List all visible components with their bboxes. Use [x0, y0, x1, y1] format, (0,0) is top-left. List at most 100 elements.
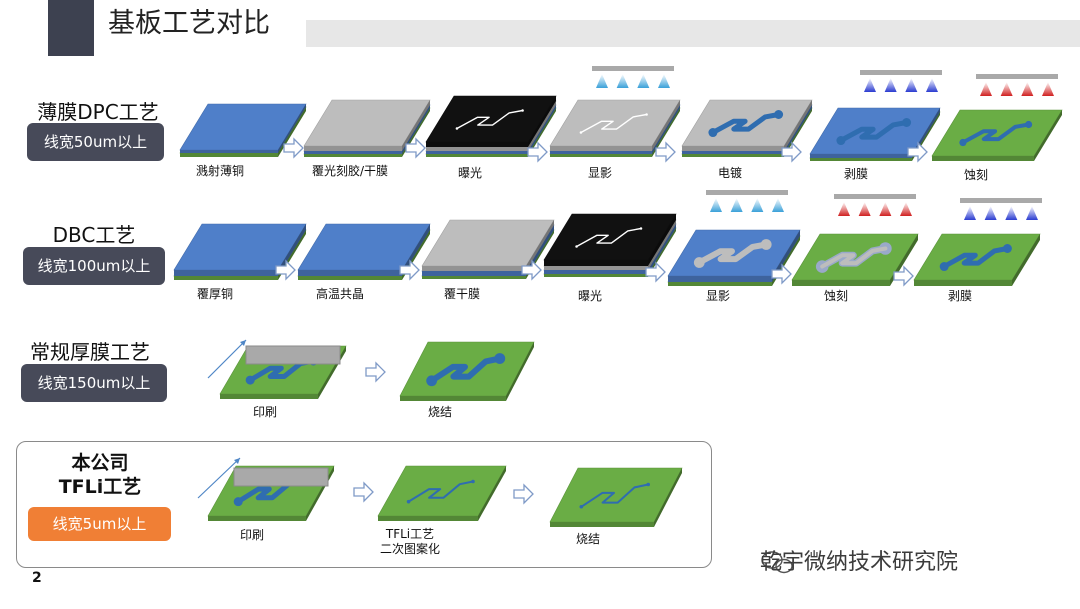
row-label-dpc: 薄膜DPC工艺	[37, 100, 159, 124]
dpc-etch-sprayer-nozzle-3	[1042, 82, 1054, 96]
dbc-step4-layer3-side	[648, 214, 676, 266]
dbc-etch-sprayer-nozzle-3	[900, 202, 912, 216]
dpc-uv-lamp-nozzle-3	[658, 74, 670, 88]
dbc-step3-layer2-front	[422, 266, 526, 271]
row-label-thick-film: 常规厚膜工艺	[30, 340, 150, 364]
thick-sinter-trace	[428, 355, 503, 384]
dbc-step7-layer0-front	[914, 280, 1012, 286]
dbc-mask-pattern	[575, 227, 642, 248]
company-print-direction-line	[197, 457, 241, 499]
step-label-dpc-4: 显影	[587, 166, 612, 180]
step-label-dpc-7: 蚀刻	[963, 168, 988, 182]
dpc-step5-layer0-front	[682, 154, 784, 157]
dpc-plated-trace-pad-start	[708, 128, 718, 138]
step-label-company-3: 烧结	[575, 532, 600, 546]
dbc-step1-layer0-front	[174, 276, 278, 280]
dbc-step2-layer1-front	[298, 270, 402, 276]
dpc-strip-sprayer-nozzle-0	[864, 78, 876, 92]
dbc-step3-layer2-side	[526, 220, 554, 271]
step-label-thick-2: 烧结	[427, 405, 452, 419]
dpc-uv-lamp-bar	[592, 66, 674, 71]
thick-step2-layer0-side	[506, 342, 534, 401]
company-print-direction-head	[234, 458, 240, 464]
dpc-arrow-1	[283, 137, 304, 159]
dpc-develop-pattern-pad-start	[579, 131, 583, 134]
dpc-plated-trace-pad-end	[774, 110, 784, 119]
dbc-step2-layer0-front	[298, 276, 402, 280]
company-step2-layer0-front	[378, 516, 478, 521]
dpc-step7-layer0-side	[1034, 110, 1062, 161]
dpc-step3-layer3-side	[528, 96, 556, 147]
dbc-etch-sprayer-bar	[834, 194, 916, 199]
dbc-arrow-6	[893, 265, 914, 287]
dbc-strip-sprayer-nozzle-2	[1005, 206, 1018, 220]
dbc-arrow-4	[645, 261, 666, 283]
dpc-step5-layer2-side	[784, 100, 812, 151]
dbc-final-trace	[941, 246, 1010, 269]
step-label-dpc-3: 曝光	[457, 166, 482, 180]
title-accent-bar	[306, 20, 1080, 47]
dbc-etch-sprayer-nozzle-0	[838, 202, 850, 216]
dpc-strip-sprayer-nozzle-2	[905, 78, 918, 92]
dpc-final-trace	[960, 122, 1031, 145]
company-sinter-trace-pad-start	[579, 504, 584, 509]
page-number: 2	[32, 570, 42, 586]
dpc-arrow-2	[405, 137, 426, 159]
dpc-step5-layer1-side	[784, 105, 812, 154]
company-process-name: TFLi工艺	[58, 476, 142, 498]
dbc-etch-sprayer-nozzle-2	[879, 202, 892, 216]
dpc-step2-layer2-side	[402, 100, 430, 151]
dbc-step4-layer0-front	[544, 274, 648, 277]
dbc-step6-layer0-front	[792, 280, 890, 286]
dpc-arrow-4	[655, 141, 676, 163]
company-sinter-trace-pad-end	[646, 482, 650, 487]
dpc-step5-layer1-front	[682, 151, 784, 154]
company-fine-trace-pad-start	[406, 499, 411, 504]
dbc-strip-sprayer-bar	[960, 198, 1042, 203]
dpc-step2-layer1-front	[304, 151, 402, 154]
dpc-step6-layer0-front	[810, 158, 912, 161]
dbc-step4-layer3-front	[544, 260, 648, 266]
dpc-step1-layer1-front	[180, 150, 278, 153]
step-label-dpc-2: 覆光刻胶/干膜	[311, 164, 389, 178]
company-squeegee	[233, 467, 329, 487]
thick-squeegee	[245, 345, 341, 365]
company-fine-trace	[407, 480, 474, 503]
dpc-step7-layer0-top	[931, 109, 1063, 157]
dbc-step1-layer1-side	[278, 224, 306, 276]
thick-print-direction-head	[240, 340, 246, 346]
dpc-step4-layer2-side	[652, 100, 680, 151]
dpc-strip-sprayer-nozzle-3	[926, 78, 938, 92]
step-label-dpc-1: 溅射薄铜	[195, 164, 244, 178]
dpc-step3-layer1-side	[528, 105, 556, 154]
dpc-step3-layer3-front	[426, 142, 528, 147]
step-label-dpc-6: 剥膜	[843, 167, 868, 181]
company-step3-layer0-side	[654, 468, 682, 527]
dbc-step5-layer0-front	[668, 282, 772, 286]
dbc-final-trace-pad-start	[939, 262, 949, 272]
company-arrow-1	[353, 481, 374, 503]
title-accent-block	[48, 0, 94, 56]
thick-sinter-trace-pad-end	[494, 353, 506, 364]
company-sinter-trace	[580, 483, 650, 508]
thick-print-direction-line	[207, 339, 247, 379]
company-step3-layer0-front	[550, 522, 654, 527]
page-title: 基板工艺对比	[108, 8, 270, 39]
dpc-arrow-6	[907, 141, 928, 163]
dpc-develop-pattern-pad-end	[645, 113, 648, 116]
dbc-arrow-3	[521, 259, 542, 281]
badge-thick-film-linewidth: 线宽150um以上	[21, 364, 167, 402]
dpc-step5-layer0-side	[784, 108, 812, 157]
dpc-etch-sprayer-nozzle-2	[1021, 82, 1034, 96]
dpc-step5-layer2-front	[682, 146, 784, 151]
dpc-step4-layer0-front	[550, 154, 652, 157]
thick-sinter-trace-pad-start	[426, 375, 438, 387]
company-print-trace-pad-start	[233, 497, 243, 507]
dbc-strip-sprayer-nozzle-1	[984, 206, 997, 220]
dbc-step4-layer2-front	[544, 266, 648, 270]
dpc-step3-layer0-front	[426, 154, 528, 157]
step-label-dbc-7: 剥膜	[947, 289, 972, 303]
dbc-step5-layer1-front	[668, 276, 772, 282]
badge-company-linewidth: 线宽5um以上	[28, 507, 171, 541]
